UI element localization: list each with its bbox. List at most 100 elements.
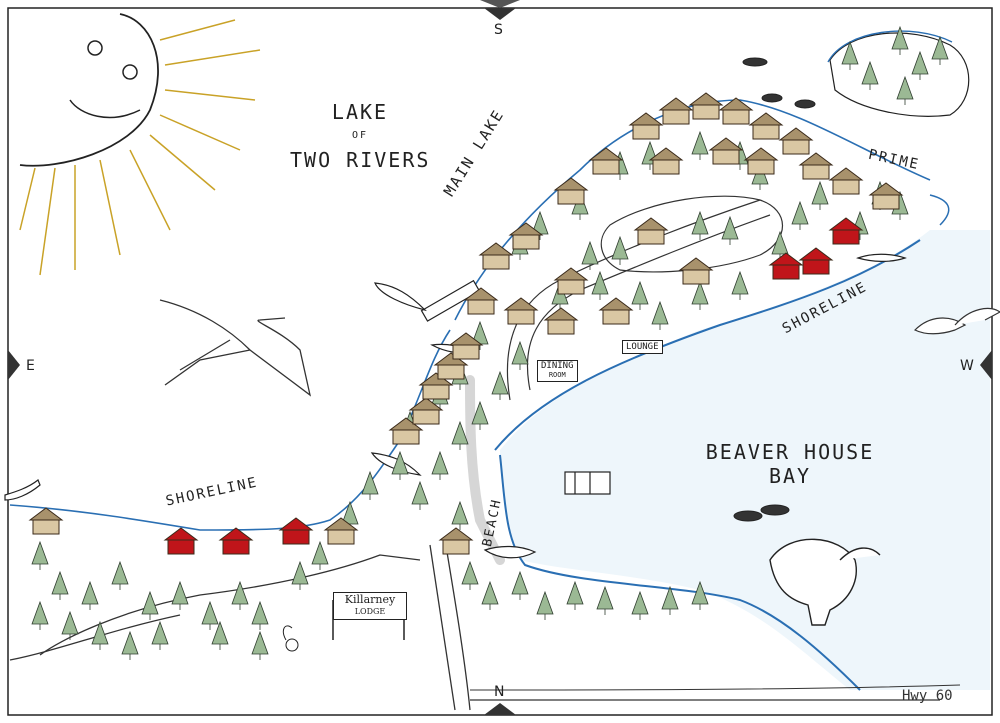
- tree-icon: [121, 630, 139, 655]
- red-cabin-icon: [828, 217, 864, 245]
- dining-room-sign: DINING ROOM: [537, 360, 578, 382]
- cabin-icon: [633, 217, 669, 245]
- squirrel-icon: [282, 625, 299, 652]
- sun-icon: [19, 13, 261, 276]
- tree-icon: [51, 570, 69, 595]
- beaver-house-bay-label: BEAVER HOUSE BAY: [700, 440, 880, 488]
- tree-icon: [411, 480, 429, 505]
- dining-line1: DINING: [541, 361, 574, 371]
- tree-icon: [61, 610, 79, 635]
- red-cabin-icon: [768, 252, 804, 280]
- bay-water: [500, 230, 990, 690]
- red-cabin-icon: [278, 517, 314, 545]
- tree-icon: [511, 570, 529, 595]
- heron-icon: [159, 299, 312, 397]
- tree-icon: [211, 620, 229, 645]
- tree-icon: [431, 450, 449, 475]
- cabin-icons: [28, 92, 904, 555]
- tree-icon: [536, 590, 554, 615]
- tree-icon: [81, 580, 99, 605]
- tree-icon: [91, 620, 109, 645]
- cabin-icon: [658, 97, 694, 125]
- cabin-icon: [688, 92, 724, 120]
- beaver-label-line2: BAY: [768, 464, 812, 488]
- cabin-icon: [678, 257, 714, 285]
- cabin-icon: [323, 517, 359, 545]
- tree-icon: [141, 590, 159, 615]
- tree-icon: [461, 560, 479, 585]
- tree-icon: [31, 540, 49, 565]
- lodge-sign: Killarney LODGE: [333, 592, 407, 620]
- compass-south: S: [494, 22, 503, 38]
- red-cabin-icon: [798, 247, 834, 275]
- swim-dock: [564, 471, 611, 495]
- compass-west: W: [960, 358, 974, 374]
- lake-label: LAKE OF TWO RIVERS: [290, 100, 430, 172]
- tree-icon: [566, 580, 584, 605]
- tree-icon: [631, 280, 649, 305]
- road-west: [39, 554, 421, 656]
- red-cabin-icon: [163, 527, 199, 555]
- compass-east: E: [26, 358, 35, 374]
- tree-icon: [691, 280, 709, 305]
- cabin-icon: [408, 397, 444, 425]
- cabin-icon: [543, 307, 579, 335]
- geese-icon: [913, 307, 1000, 335]
- compass-north: N: [494, 684, 505, 700]
- cabin-icon: [743, 147, 779, 175]
- tree-icon: [291, 560, 309, 585]
- cabin-icon: [433, 352, 469, 380]
- cabin-icon: [438, 527, 474, 555]
- road-south-b: [444, 539, 471, 711]
- lake-label-line1: LAKE: [331, 100, 389, 124]
- cabin-icon: [778, 127, 814, 155]
- cabin-icon: [828, 167, 864, 195]
- tree-icon: [691, 130, 709, 155]
- road-south-a: [429, 544, 456, 711]
- beach-area: [465, 375, 505, 565]
- highway-label: Hwy 60: [902, 688, 953, 704]
- tree-icon: [481, 580, 499, 605]
- tree-icon: [511, 340, 529, 365]
- cabin-icon: [503, 297, 539, 325]
- loons-icon: [733, 57, 816, 522]
- lodge-sign-line2: LODGE: [354, 607, 386, 616]
- tree-icon: [596, 585, 614, 610]
- tree-icon: [811, 180, 829, 205]
- tree-icon: [201, 600, 219, 625]
- tree-icon: [251, 630, 269, 655]
- cabin-icon: [553, 267, 589, 295]
- tree-icon: [631, 590, 649, 615]
- cabin-icon: [463, 287, 499, 315]
- cabin-icon: [868, 182, 904, 210]
- tree-icon: [771, 230, 789, 255]
- tree-icon: [151, 620, 169, 645]
- moose-icon: [769, 538, 881, 626]
- tree-icon: [311, 540, 329, 565]
- tree-icon: [611, 235, 629, 260]
- cabin-icon: [588, 147, 624, 175]
- loop-road-inner: [526, 214, 771, 391]
- cabin-icon: [718, 97, 754, 125]
- lake-label-line3: TWO RIVERS: [290, 148, 431, 172]
- tree-icon: [731, 270, 749, 295]
- bay-shoreline-south: [499, 454, 861, 691]
- tree-icon: [491, 370, 509, 395]
- cabin-icon: [508, 222, 544, 250]
- boat-dock: [420, 279, 481, 322]
- cabin-icon: [648, 147, 684, 175]
- tree-icons: [31, 25, 949, 660]
- tree-icon: [791, 200, 809, 225]
- cabin-icon: [28, 507, 64, 535]
- beaver-label-line1: BEAVER HOUSE: [705, 440, 875, 464]
- tree-icon: [171, 580, 189, 605]
- tree-icon: [591, 270, 609, 295]
- cabin-icon: [598, 297, 634, 325]
- lodge-sign-line1: Killarney: [344, 593, 396, 606]
- cabin-icon: [553, 177, 589, 205]
- cabin-icon: [708, 137, 744, 165]
- cabin-icon: [798, 152, 834, 180]
- cabin-icon: [478, 242, 514, 270]
